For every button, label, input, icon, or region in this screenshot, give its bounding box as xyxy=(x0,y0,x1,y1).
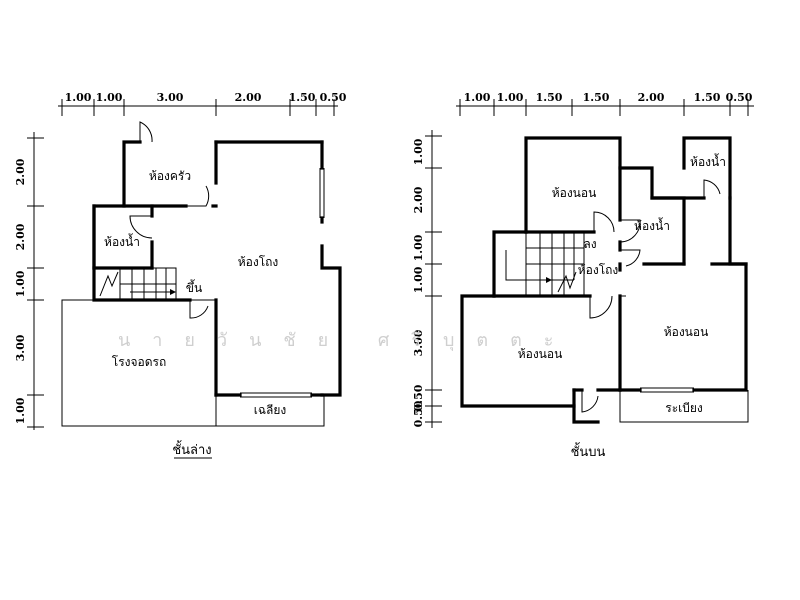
ground-stair-up-label: ขึ้น xyxy=(186,279,202,295)
upper-left-dim-7: 0.50 xyxy=(412,400,425,427)
upper-stair xyxy=(493,231,585,297)
ground-left-dim-3: 1.00 xyxy=(14,270,27,297)
ground-top-dim-5: 1.50 xyxy=(289,91,316,104)
upper-bathroom-2-label: ห้องน้ำ xyxy=(690,153,726,169)
ground-top-dim-1: 1.00 xyxy=(65,91,92,104)
ground-left-dimension: 2.00 2.00 1.00 3.00 1.00 xyxy=(14,132,44,430)
ground-floor-plan: 1.00 1.00 3.00 2.00 1.50 0.50 2.00 2.00 … xyxy=(14,91,347,459)
upper-doors xyxy=(581,179,721,413)
upper-bedroom-1-label: ห้องนอน xyxy=(552,186,597,200)
upper-top-dim-2: 1.00 xyxy=(497,91,524,104)
upper-left-dim-1: 1.00 xyxy=(412,138,425,165)
upper-left-dim-4: 1.00 xyxy=(412,266,425,293)
watermark-text: นายวันชัย ศรีบุตตะ xyxy=(118,330,575,351)
upper-top-dimension: 1.00 1.00 1.50 1.50 2.00 1.50 0.50 xyxy=(456,91,754,116)
upper-left-dim-2: 2.00 xyxy=(412,186,425,213)
upper-top-dim-4: 1.50 xyxy=(583,91,610,104)
terrace-outline xyxy=(215,395,325,427)
ground-terrace-label: เฉลียง xyxy=(254,403,287,417)
ground-stair xyxy=(93,267,177,301)
upper-left-dim-3: 1.00 xyxy=(412,234,425,261)
ground-garage-label: โรงจอดรถ xyxy=(112,355,167,369)
balcony-outline xyxy=(619,390,749,423)
ground-living-label: ห้องโถง xyxy=(238,255,279,269)
upper-bedroom-2-label: ห้องนอน xyxy=(664,325,709,339)
ground-kitchen-label: ห้องครัว xyxy=(149,169,191,183)
ground-left-dim-1: 2.00 xyxy=(14,158,27,185)
ground-left-dim-5: 1.00 xyxy=(14,397,27,424)
ground-left-dim-4: 3.00 xyxy=(14,334,27,361)
upper-top-dim-1: 1.00 xyxy=(464,91,491,104)
ground-doors xyxy=(129,121,325,398)
ground-top-dim-6: 0.50 xyxy=(320,91,347,104)
upper-left-dimension: 1.00 2.00 1.00 1.00 3.00 0.50 0.50 xyxy=(412,130,442,428)
upper-left-dim-6: 0.50 xyxy=(412,384,425,411)
ground-left-dim-2: 2.00 xyxy=(14,223,27,250)
ground-bathroom-label: ห้องน้ำ xyxy=(104,233,140,249)
upper-bedroom-3-label: ห้องนอน xyxy=(518,347,563,361)
upper-floor-plan: 1.00 1.00 1.50 1.50 2.00 1.50 0.50 1.00 … xyxy=(412,91,754,460)
upper-top-dim-7: 0.50 xyxy=(726,91,753,104)
upper-walls xyxy=(460,136,748,424)
ground-top-dim-2: 1.00 xyxy=(96,91,123,104)
upper-top-dim-3: 1.50 xyxy=(536,91,563,104)
ground-floor-caption: ชั้นล่าง xyxy=(172,440,211,458)
upper-hall-label: ห้องโถง xyxy=(578,263,619,277)
ground-top-dimension: 1.00 1.00 3.00 2.00 1.50 0.50 xyxy=(58,91,347,116)
upper-stair-down-label: ลง xyxy=(583,237,596,251)
upper-top-dim-6: 1.50 xyxy=(694,91,721,104)
upper-floor-caption: ชั้นบน xyxy=(571,442,606,460)
upper-balcony-label: ระเบียง xyxy=(665,401,703,415)
upper-bathroom-1-label: ห้องน้ำ xyxy=(634,217,670,233)
ground-top-dim-4: 2.00 xyxy=(235,91,262,104)
upper-top-dim-5: 2.00 xyxy=(638,91,665,104)
ground-top-dim-3: 3.00 xyxy=(157,91,184,104)
upper-left-dim-5: 3.00 xyxy=(412,329,425,356)
